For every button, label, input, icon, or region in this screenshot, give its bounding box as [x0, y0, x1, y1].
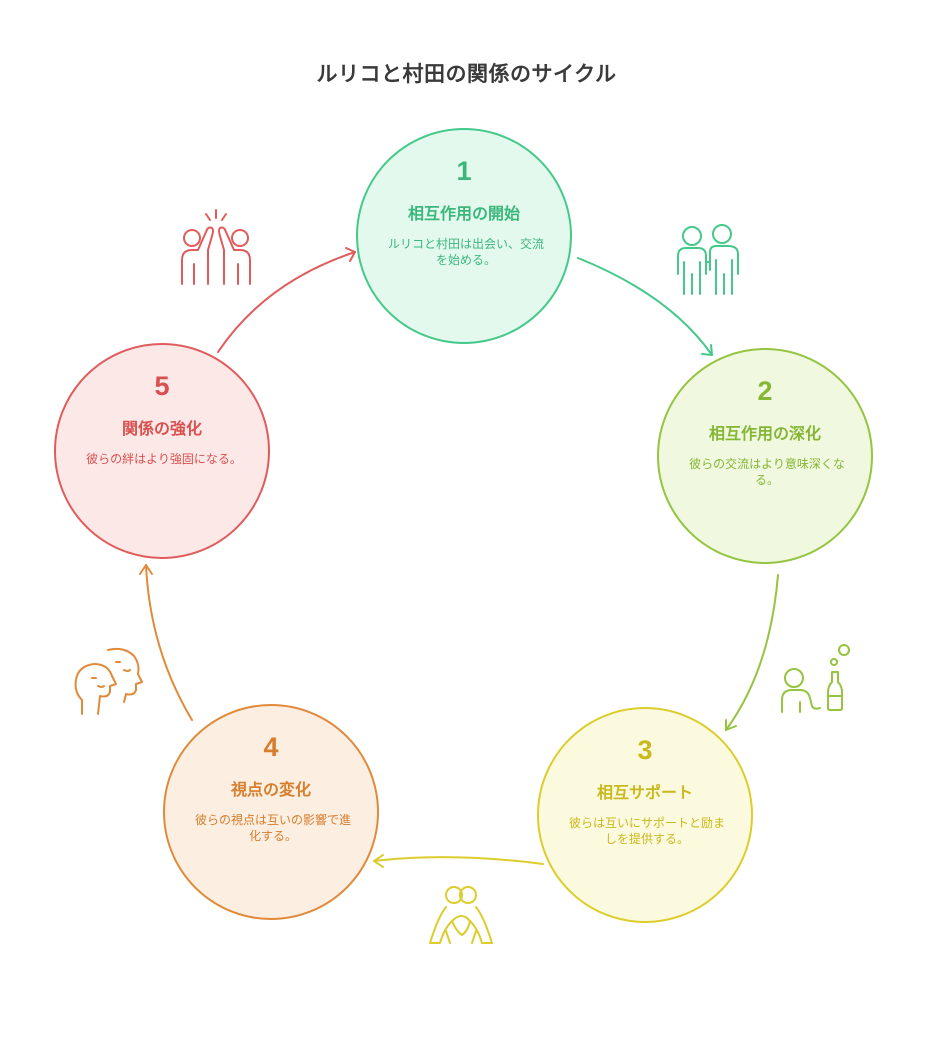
step-node-1: 1 相互作用の開始 ルリコと村田は出会い、交流を始める。 — [356, 128, 572, 344]
step-title: 関係の強化 — [121, 419, 202, 438]
step-description: 彼らの交流はより意味深くなる。 — [689, 457, 845, 487]
step-number: 3 — [637, 735, 653, 765]
person-with-bottle-icon — [781, 644, 850, 713]
arrow-5-to-1 — [217, 247, 356, 353]
step-description: ルリコと村田は出会い、交流を始める。 — [388, 237, 545, 267]
step-description: 彼らの視点は互いの影響で進化する。 — [195, 813, 352, 843]
arrow-4-to-5 — [139, 564, 193, 721]
step-title: 視点の変化 — [230, 780, 311, 799]
two-people-icon — [677, 224, 739, 295]
arrow-1-to-2 — [577, 257, 713, 356]
step-title: 相互作用の深化 — [708, 424, 821, 443]
step-node-4: 4 視点の変化 彼らの視点は互いの影響で進化する。 — [163, 704, 379, 920]
hugging-people-icon — [429, 886, 493, 944]
step-title: 相互作用の開始 — [407, 204, 520, 223]
step-description: 彼らの絆はより強固になる。 — [86, 452, 242, 466]
step-number: 4 — [263, 732, 279, 762]
arrow-2-to-3 — [725, 574, 779, 731]
step-number: 2 — [757, 376, 773, 406]
step-node-3: 3 相互サポート 彼らは互いにサポートと励ましを提供する。 — [537, 707, 753, 923]
step-number: 1 — [456, 156, 472, 186]
step-number: 5 — [154, 371, 170, 401]
high-five-icon — [181, 209, 251, 285]
step-node-5: 5 関係の強化 彼らの絆はより強固になる。 — [54, 343, 270, 559]
diagram-title: ルリコと村田の関係のサイクル — [316, 62, 617, 86]
step-description: 彼らは互いにサポートと励ましを提供する。 — [569, 816, 726, 846]
step-node-2: 2 相互作用の深化 彼らの交流はより意味深くなる。 — [657, 348, 873, 564]
two-faces-icon — [74, 647, 143, 715]
step-title: 相互サポート — [596, 783, 693, 802]
arrow-3-to-4 — [373, 854, 544, 868]
